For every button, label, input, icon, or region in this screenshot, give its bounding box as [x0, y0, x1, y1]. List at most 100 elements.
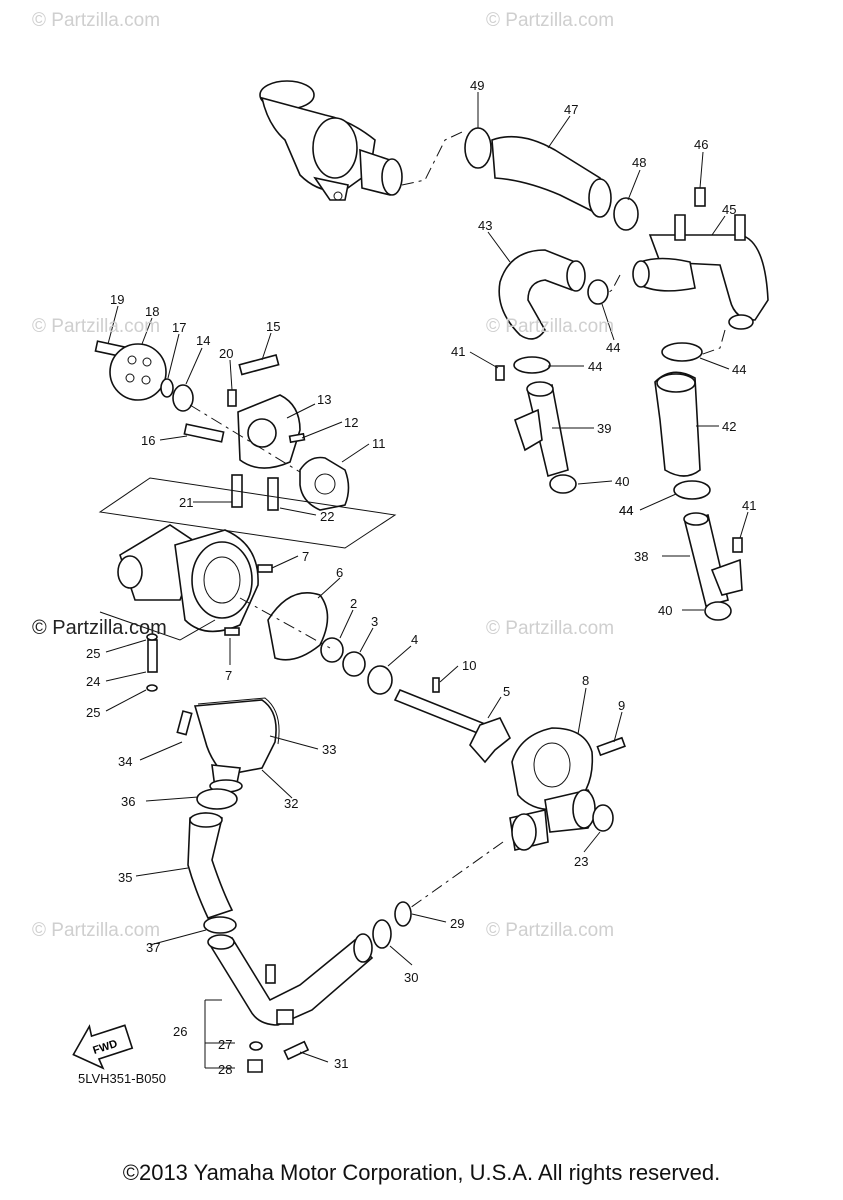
callout-32: 32	[284, 796, 298, 811]
bolt-22	[267, 477, 279, 511]
callout-31: 31	[334, 1056, 348, 1071]
hose-clamp-44b	[513, 356, 551, 374]
o-ring-25b	[146, 684, 158, 692]
callout-47: 47	[564, 102, 578, 117]
water-pipe-45	[648, 234, 769, 321]
hose-clamp-44d	[673, 480, 711, 500]
callout-33: 33	[322, 742, 336, 757]
callout-42: 42	[722, 419, 736, 434]
watermark: © Partzilla.com	[486, 10, 615, 31]
gasket-33	[197, 697, 280, 745]
callout-19: 19	[110, 292, 124, 307]
o-ring-40b	[704, 601, 732, 621]
seal-2	[320, 637, 344, 663]
callout-22: 22	[320, 509, 334, 524]
callout-36: 36	[121, 794, 135, 809]
callout-21: 21	[179, 495, 193, 510]
water-pump-housing-1	[117, 524, 259, 633]
callout-25-b: 25	[86, 705, 100, 720]
callout-9: 9	[618, 698, 625, 713]
outlet-32	[193, 699, 277, 776]
callout-26: 26	[173, 1024, 187, 1039]
bolt-15	[238, 354, 280, 376]
pin-10	[432, 677, 440, 693]
rotor-11	[299, 456, 350, 511]
bolt-41b	[732, 537, 743, 553]
callout-3: 3	[371, 614, 378, 629]
callout-28: 28	[218, 1062, 232, 1077]
callout-18: 18	[145, 304, 159, 319]
callout-44-a: 44	[606, 340, 620, 355]
callout-7-a: 7	[302, 549, 309, 564]
callout-40-b: 40	[658, 603, 672, 618]
callout-48: 48	[632, 155, 646, 170]
bolt-31	[283, 1040, 310, 1061]
callout-10: 10	[462, 658, 476, 673]
callout-12: 12	[344, 415, 358, 430]
thermostat-housing	[259, 80, 403, 201]
callout-20: 20	[219, 346, 233, 361]
callout-13: 13	[317, 392, 331, 407]
callout-7-b: 7	[225, 668, 232, 683]
watermark: © Partzilla.com	[32, 316, 161, 337]
watermark: © Partzilla.com	[486, 316, 615, 337]
callout-41-b: 41	[742, 498, 756, 513]
callout-27: 27	[218, 1037, 232, 1052]
o-ring-25a	[146, 633, 158, 641]
watermark: © Partzilla.com	[32, 10, 161, 31]
hose-clamp-44c	[661, 342, 703, 362]
callout-43: 43	[478, 218, 492, 233]
o-ring-23	[592, 804, 614, 832]
callout-44-d: 44	[619, 503, 633, 518]
seal-3	[342, 651, 366, 677]
bolt-16	[183, 423, 225, 443]
watermark: © Partzilla.com	[32, 920, 161, 941]
callout-29: 29	[450, 916, 464, 931]
radiator-hose-43	[498, 249, 581, 340]
callout-39: 39	[597, 421, 611, 436]
bearing-14	[172, 384, 194, 412]
water-pipe-26	[208, 937, 374, 1026]
callout-4: 4	[411, 632, 418, 647]
radiator-hose-42	[654, 371, 701, 477]
hose-clamp-37	[203, 916, 237, 934]
callout-16: 16	[141, 433, 155, 448]
callout-46: 46	[694, 137, 708, 152]
callout-37: 37	[146, 940, 160, 955]
bolt-34	[176, 710, 193, 736]
callout-labels: 49 47 48 46 45 43 44 44 41 44 39 44 42 4…	[86, 78, 756, 1077]
callout-8: 8	[582, 673, 589, 688]
callout-24: 24	[86, 674, 100, 689]
o-ring-30	[372, 919, 392, 949]
pin-7a	[257, 564, 273, 573]
watermark: © Partzilla.com	[486, 618, 615, 639]
oil-pump-assembly	[94, 340, 350, 511]
callout-40-a: 40	[615, 474, 629, 489]
callout-49: 49	[470, 78, 484, 93]
callout-34: 34	[118, 754, 132, 769]
callout-25-a: 25	[86, 646, 100, 661]
copyright-notice: ©2013 Yamaha Motor Corporation, U.S.A. A…	[122, 1160, 721, 1185]
water-hose-35	[187, 812, 234, 919]
callout-5: 5	[503, 684, 510, 699]
pin-7b	[224, 627, 240, 636]
gasket-6	[267, 591, 329, 661]
callout-45: 45	[722, 202, 736, 217]
watermark: © Partzilla.com	[486, 920, 615, 941]
callout-23: 23	[574, 854, 588, 869]
bolt-9	[596, 736, 626, 757]
bolt-46	[694, 187, 706, 207]
callout-11: 11	[372, 436, 386, 451]
callout-44-b: 44	[588, 359, 602, 374]
plug-28	[247, 1059, 263, 1073]
callout-17: 17	[172, 320, 186, 335]
callout-41-a: 41	[451, 344, 465, 359]
hose-clamp-48	[613, 197, 639, 231]
dowel-20	[227, 389, 237, 407]
leader-lines	[105, 92, 749, 1063]
bearing-4	[367, 665, 393, 695]
callout-2: 2	[350, 596, 357, 611]
o-ring-40a	[549, 474, 577, 494]
callout-35: 35	[118, 870, 132, 885]
